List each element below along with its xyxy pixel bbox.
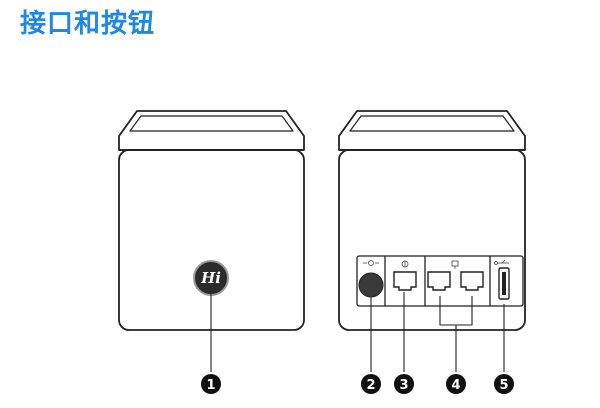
callout-badge-5: 5 bbox=[494, 374, 514, 394]
callout-badge-1: 1 bbox=[201, 374, 221, 394]
usb-icon bbox=[494, 259, 509, 265]
lan-port-2 bbox=[460, 271, 484, 291]
leader-line-4 bbox=[439, 296, 473, 372]
callout-badge-4: 4 bbox=[446, 374, 466, 394]
page-title: 接口和按钮 bbox=[20, 9, 156, 39]
svg-text:5: 5 bbox=[499, 378, 508, 393]
leader-lines bbox=[210, 292, 505, 372]
hi-logo: Hi bbox=[193, 260, 229, 296]
wan-icon bbox=[401, 260, 409, 268]
wan-port bbox=[393, 260, 417, 291]
dc-power-port bbox=[358, 260, 384, 298]
svg-text:3: 3 bbox=[399, 378, 408, 393]
svg-text:4: 4 bbox=[451, 378, 460, 393]
svg-text:1: 1 bbox=[206, 378, 215, 393]
lan-icon bbox=[451, 260, 459, 269]
usb-port bbox=[494, 259, 510, 300]
router-back-view bbox=[338, 110, 526, 331]
callout-badge-3: 3 bbox=[394, 374, 414, 394]
front-top-inner bbox=[129, 115, 294, 132]
callout-badge-2: 2 bbox=[361, 374, 381, 394]
svg-text:2: 2 bbox=[366, 378, 375, 393]
hi-logo-text: Hi bbox=[200, 269, 221, 287]
lan-port-1 bbox=[427, 271, 451, 291]
back-top-inner bbox=[349, 115, 515, 132]
dc-power-icon bbox=[363, 260, 379, 266]
back-body bbox=[338, 149, 526, 331]
lan-ports bbox=[427, 260, 484, 291]
